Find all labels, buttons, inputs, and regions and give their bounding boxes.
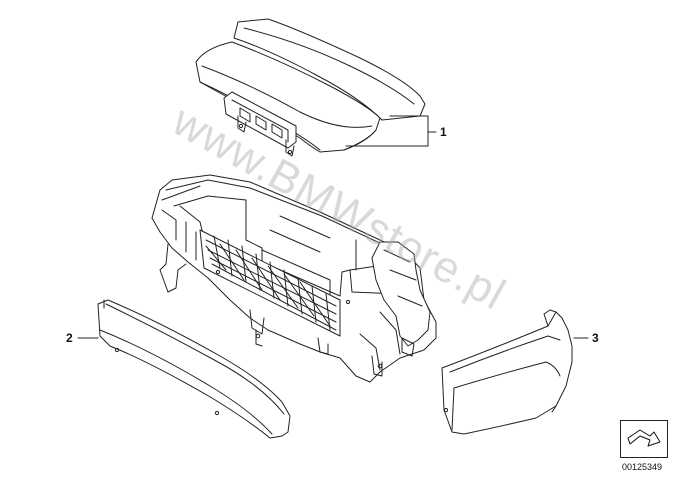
navigation-box (620, 420, 668, 458)
rear-end-cap (441, 309, 573, 435)
corner-arrow-icon (627, 429, 661, 447)
callout-label-1: 1 (440, 125, 447, 139)
armrest-base-frame (151, 174, 437, 383)
callout-1-leader (345, 115, 437, 147)
armrest-lid (195, 18, 426, 157)
front-trim-panel (97, 299, 291, 439)
reference-code: 00125349 (622, 462, 663, 472)
callout-label-3: 3 (592, 331, 599, 345)
callout-label-2: 2 (66, 331, 73, 345)
